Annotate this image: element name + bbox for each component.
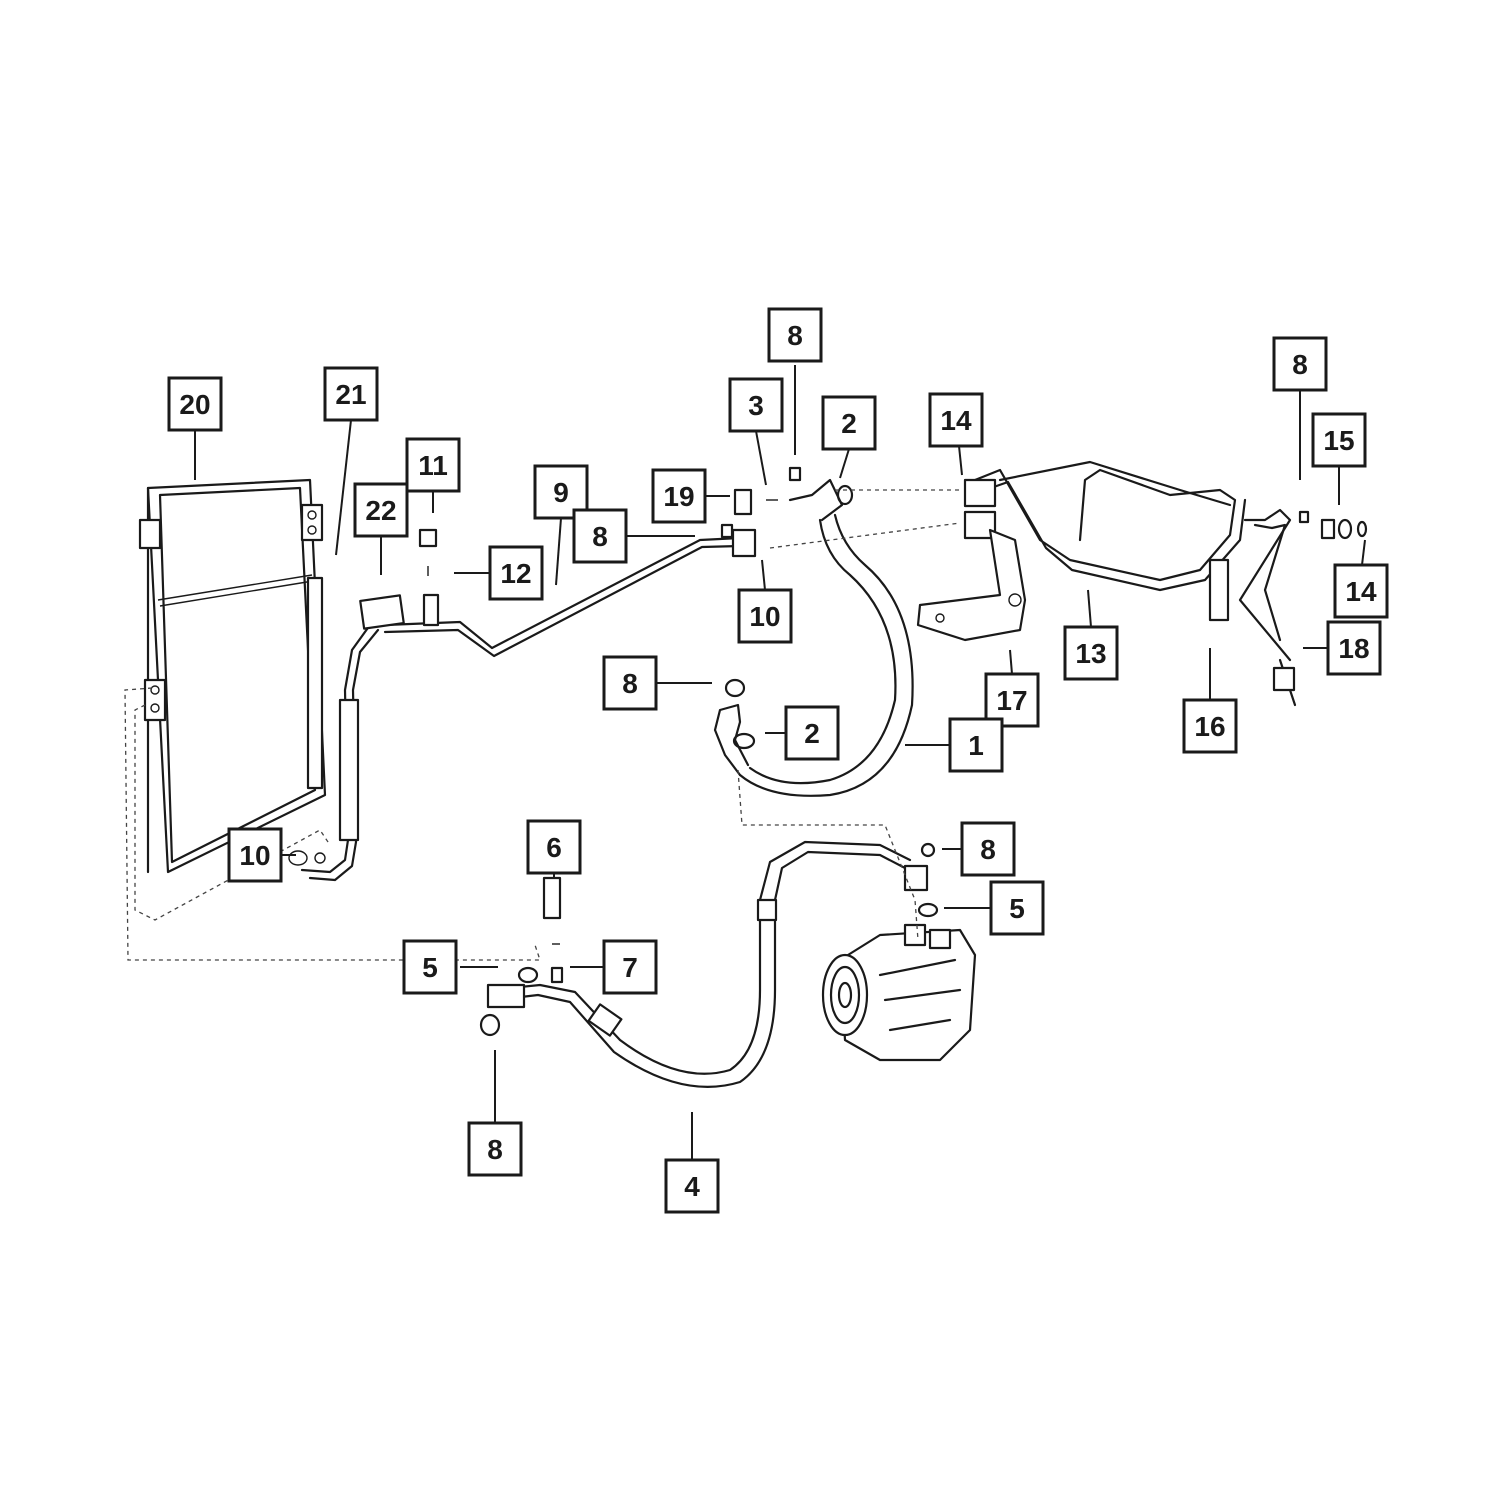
callout-18: 18 [1326,620,1382,676]
discharge-hose-illustration [479,840,939,1088]
svg-text:10: 10 [239,840,270,871]
callout-10-top: 10 [737,588,793,644]
callout-16: 16 [1182,698,1238,754]
svg-text:2: 2 [841,408,857,439]
svg-text:2: 2 [804,718,820,749]
callout-8-liquid-line: 8 [572,508,628,564]
svg-text:11: 11 [418,450,448,481]
svg-text:14: 14 [940,405,972,436]
svg-text:22: 22 [365,495,396,526]
callout-2-top: 2 [821,395,877,451]
callout-15: 15 [1311,412,1367,468]
callout-8-top: 8 [767,307,823,363]
callout-20: 20 [167,376,223,432]
svg-text:21: 21 [335,379,366,410]
callout-14-right: 14 [1333,563,1389,619]
callout-6: 6 [526,819,582,875]
svg-text:12: 12 [500,558,531,589]
callout-8-right: 8 [1272,336,1328,392]
callout-19: 19 [651,468,707,524]
svg-text:20: 20 [179,389,210,420]
callout-5-left: 5 [402,939,458,995]
svg-text:8: 8 [1292,349,1308,380]
svg-text:19: 19 [663,481,694,512]
callout-14-left: 14 [928,392,984,448]
svg-text:8: 8 [487,1134,503,1165]
evaporator-lines-illustration [916,460,1368,707]
svg-text:3: 3 [748,390,764,421]
svg-text:10: 10 [749,601,780,632]
svg-text:14: 14 [1345,576,1377,607]
svg-text:5: 5 [422,952,438,983]
callout-10-condenser: 10 [227,827,283,883]
svg-text:1: 1 [968,730,984,761]
dashed-routing-lines [124,489,961,961]
callout-12: 12 [488,545,544,601]
svg-text:8: 8 [980,834,996,865]
svg-text:8: 8 [622,668,638,699]
svg-text:18: 18 [1338,633,1369,664]
svg-text:8: 8 [592,521,608,552]
parts-artwork [124,460,1368,1088]
callout-5-right: 5 [989,880,1045,936]
callout-13: 13 [1063,625,1119,681]
callout-17: 17 [984,672,1040,728]
compressor-illustration [821,923,977,1062]
svg-text:9: 9 [553,477,569,508]
svg-text:17: 17 [996,685,1027,716]
svg-text:15: 15 [1323,425,1354,456]
svg-text:5: 5 [1009,893,1025,924]
svg-text:8: 8 [787,320,803,351]
callout-22: 22 [353,482,409,538]
callout-3: 3 [728,377,784,433]
callout-8-compressor: 8 [960,821,1016,877]
suction-hose-illustration [713,478,914,797]
callout-4: 4 [664,1158,720,1214]
svg-text:6: 6 [546,832,562,863]
svg-text:4: 4 [684,1171,700,1202]
callout-8-bottom: 8 [467,1121,523,1177]
callout-7: 7 [602,939,658,995]
callout-21: 21 [323,366,379,422]
callout-11: 11 [405,437,461,493]
svg-text:16: 16 [1194,711,1225,742]
leader-lines [194,365,1366,1160]
callout-8-suction: 8 [602,655,658,711]
small-parts-illustration [418,466,802,627]
callout-1: 1 [948,717,1004,773]
condenser-illustration [138,478,327,874]
svg-text:13: 13 [1075,638,1106,669]
callout-2-suction: 2 [784,705,840,761]
svg-text:7: 7 [622,952,638,983]
